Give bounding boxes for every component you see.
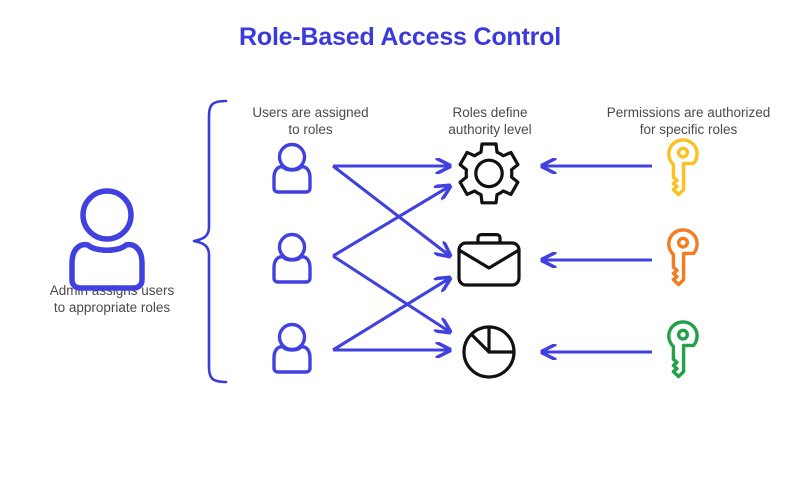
key-icon-2 [667, 228, 699, 287]
user-person-icon-2 [272, 232, 312, 284]
arrow-user3-to-role2 [332, 278, 450, 352]
user-person-icon-3 [272, 322, 312, 374]
permission-arrows [542, 166, 652, 352]
briefcase-icon [457, 233, 521, 287]
user-person-icon-1 [272, 142, 312, 194]
key-icon-3 [667, 320, 699, 379]
caption-roles: Roles define authority level [448, 105, 532, 137]
caption-users: Users are assigned to roles [252, 105, 369, 137]
pie-chart-icon [462, 325, 516, 379]
admin-person-icon [69, 188, 145, 291]
caption-permissions: Permissions are authorized for specific … [606, 105, 771, 137]
curly-brace [192, 99, 228, 384]
arrow-user2-to-role3 [332, 254, 450, 332]
arrow-user1-to-role2 [332, 164, 450, 256]
key-icon-1 [667, 138, 699, 197]
gear-icon [458, 142, 520, 205]
assignment-arrows [332, 164, 450, 352]
arrow-user2-to-role1 [332, 186, 450, 258]
page-title: Role-Based Access Control [239, 23, 561, 51]
